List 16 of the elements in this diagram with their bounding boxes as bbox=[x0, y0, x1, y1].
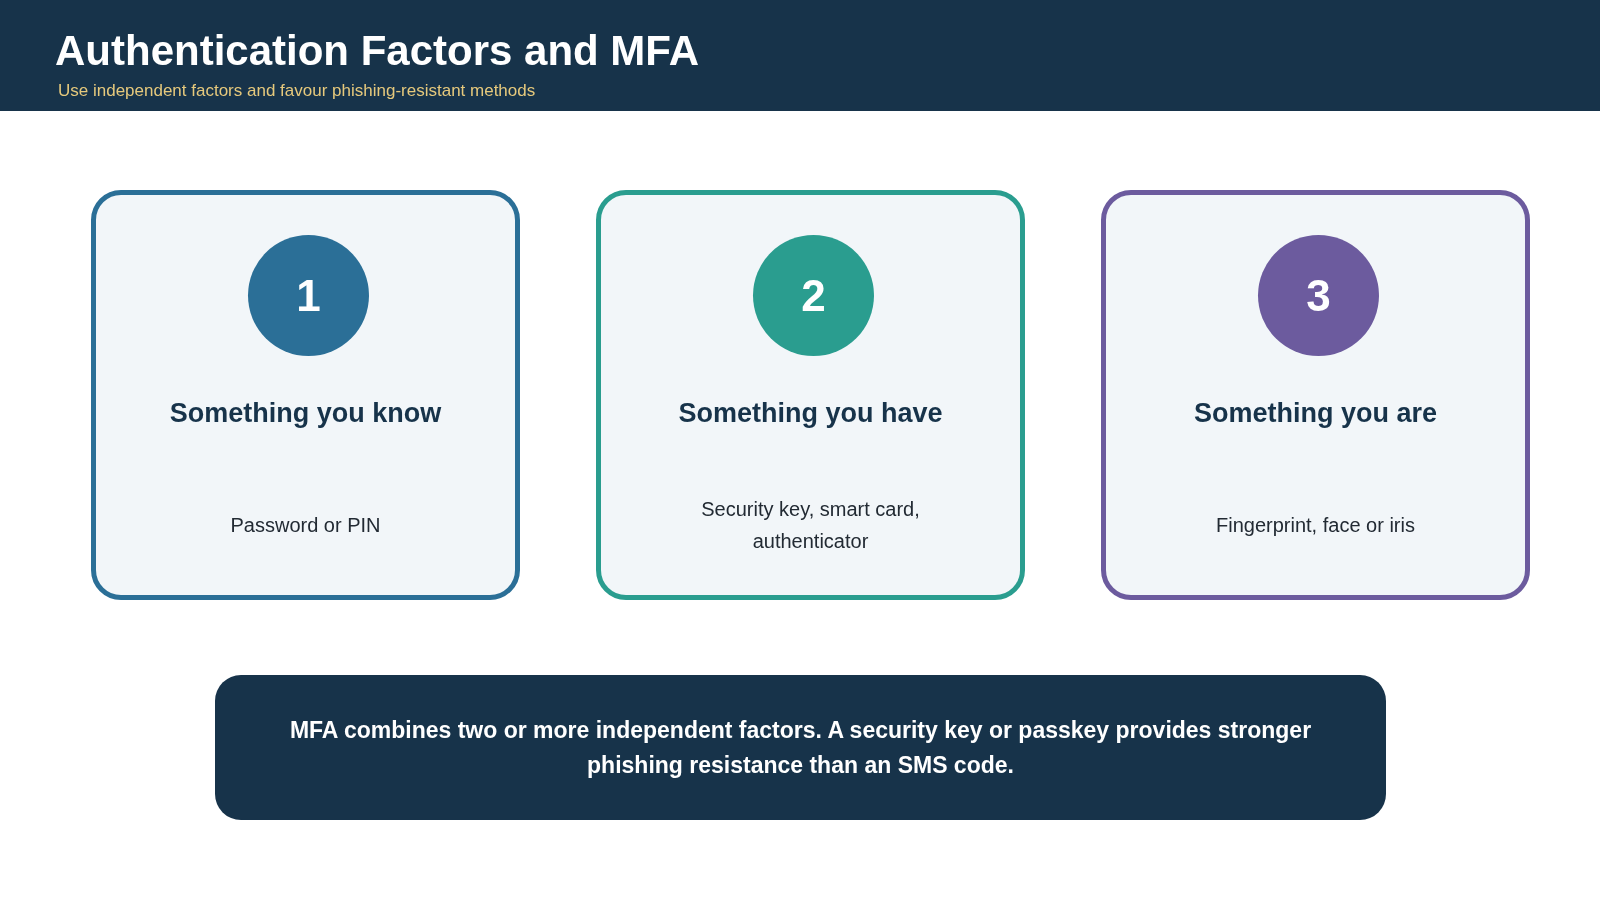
card-description: Security key, smart card, authenticator bbox=[700, 497, 921, 554]
page-title: Authentication Factors and MFA bbox=[55, 26, 700, 76]
summary-banner bbox=[215, 675, 1386, 820]
factor-card bbox=[91, 190, 520, 600]
number-circle: 3 bbox=[1258, 235, 1379, 356]
page-subtitle: Use independent factors and favour phishing-resistant methods bbox=[58, 80, 536, 102]
number-circle: 2 bbox=[753, 235, 874, 356]
summary-text: MFA combines two or more independent factors. A security key or passkey provides stronger phishing resistance than an SMS code. bbox=[288, 715, 1313, 780]
card-heading: Something you know bbox=[168, 397, 443, 430]
factor-card bbox=[596, 190, 1025, 600]
factor-card bbox=[1101, 190, 1530, 600]
card-heading: Something you have bbox=[677, 397, 944, 430]
number-circle: 1 bbox=[248, 235, 369, 356]
card-description: Password or PIN bbox=[230, 513, 381, 538]
card-heading: Something you are bbox=[1192, 397, 1438, 430]
card-description: Fingerprint, face or iris bbox=[1216, 513, 1415, 538]
